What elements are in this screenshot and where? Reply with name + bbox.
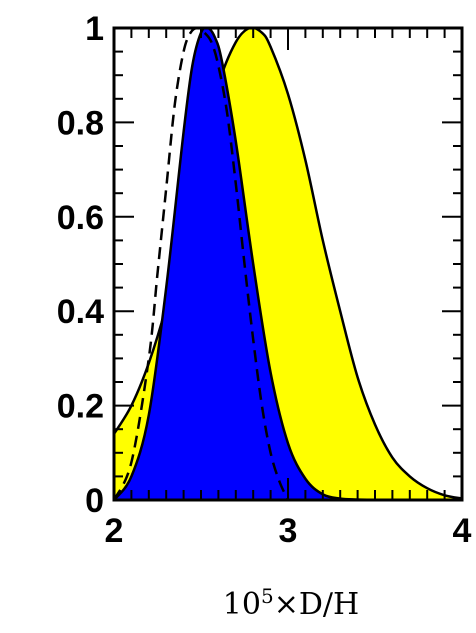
axes-layer: 2 3 4 0 0.2 0.4 0.6 0.8 1	[57, 10, 472, 550]
y-tick-label: 0.8	[57, 104, 104, 142]
series-1-outline	[114, 28, 376, 500]
y-tick-label: 1	[85, 10, 104, 48]
x-axis-label: 105×D/H	[223, 584, 359, 622]
series-2-dashed-line	[114, 28, 290, 500]
x-axis-label-exponent: 5	[261, 584, 274, 608]
y-tick-label: 0.4	[57, 293, 104, 331]
x-axis-label-rest: ×D/H	[274, 587, 359, 622]
y-tick-label: 0	[85, 482, 104, 520]
y-tick-label: 0.6	[57, 199, 104, 237]
x-tick-label: 4	[453, 512, 472, 550]
x-tick-label: 2	[105, 512, 124, 550]
y-tick-label: 0.2	[57, 388, 104, 426]
x-tick-label: 3	[279, 512, 298, 550]
x-axis-label-base: 10	[223, 587, 261, 622]
plot-layer	[114, 28, 462, 500]
